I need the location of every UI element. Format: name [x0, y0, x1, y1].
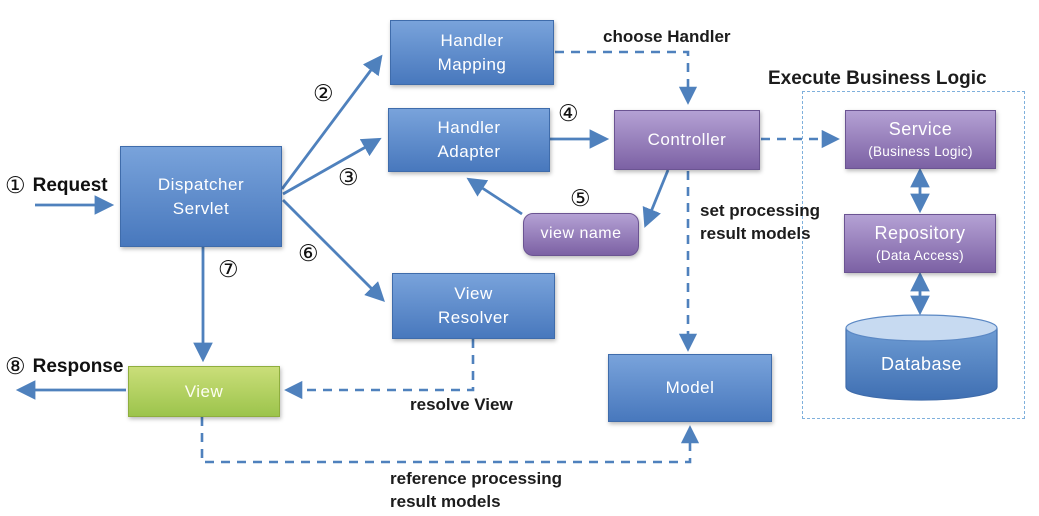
response-row: ⑧ Response — [5, 353, 123, 380]
database-cylinder-icon — [845, 314, 998, 401]
step3-number: ③ — [338, 164, 359, 190]
database-node: Database — [845, 314, 998, 402]
arrow-controller-to-view-name — [642, 169, 670, 228]
service-title: Service — [888, 118, 953, 139]
execute-business-logic-label: Execute Business Logic — [768, 68, 987, 89]
step7-number: ⑦ — [218, 256, 239, 282]
response-label: Response — [32, 355, 124, 377]
view-name-node: view name — [523, 213, 639, 256]
handler-adapter-node: Handler Adapter — [388, 108, 550, 172]
service-node: Service (Business Logic) — [845, 110, 996, 169]
step2-number: ② — [313, 80, 334, 106]
service-subtitle: (Business Logic) — [868, 144, 973, 160]
step8-number: ⑧ — [5, 353, 26, 379]
repository-title: Repository — [874, 222, 966, 243]
handler-mapping-node: Handler Mapping — [390, 20, 554, 85]
repository-subtitle: (Data Access) — [876, 248, 964, 264]
resolve-view-label: resolve View — [410, 395, 513, 414]
step1-number: ① — [5, 172, 26, 198]
dispatcher-servlet-node: Dispatcher Servlet — [120, 146, 282, 247]
arrow-step3-dispatcher-to-handler-adapter — [282, 137, 382, 196]
reference-processing-label: reference processing result models — [390, 469, 562, 511]
controller-node: Controller — [614, 110, 760, 170]
step4-number: ④ — [558, 100, 579, 126]
business-logic-region — [802, 91, 1025, 419]
step6-number: ⑥ — [298, 240, 319, 266]
model-node: Model — [608, 354, 772, 422]
request-row: ① Request — [5, 172, 108, 199]
dashed-arrow-view-to-model — [200, 417, 700, 464]
view-resolver-node: View Resolver — [392, 273, 555, 339]
repository-node: Repository (Data Access) — [844, 214, 996, 273]
request-label: Request — [32, 174, 108, 196]
choose-handler-label: choose Handler — [603, 27, 731, 46]
view-node: View — [128, 366, 280, 417]
arrow-view-name-to-handler-adapter — [466, 177, 523, 216]
arrow-step2-dispatcher-to-handler-mapping — [280, 54, 383, 190]
database-label: Database — [880, 354, 963, 374]
step5-number: ⑤ — [570, 185, 591, 211]
dashed-arrow-view-resolver-to-view — [284, 339, 475, 400]
dashed-arrow-choose-handler — [555, 50, 698, 105]
set-processing-label: set processing result models — [700, 201, 820, 243]
